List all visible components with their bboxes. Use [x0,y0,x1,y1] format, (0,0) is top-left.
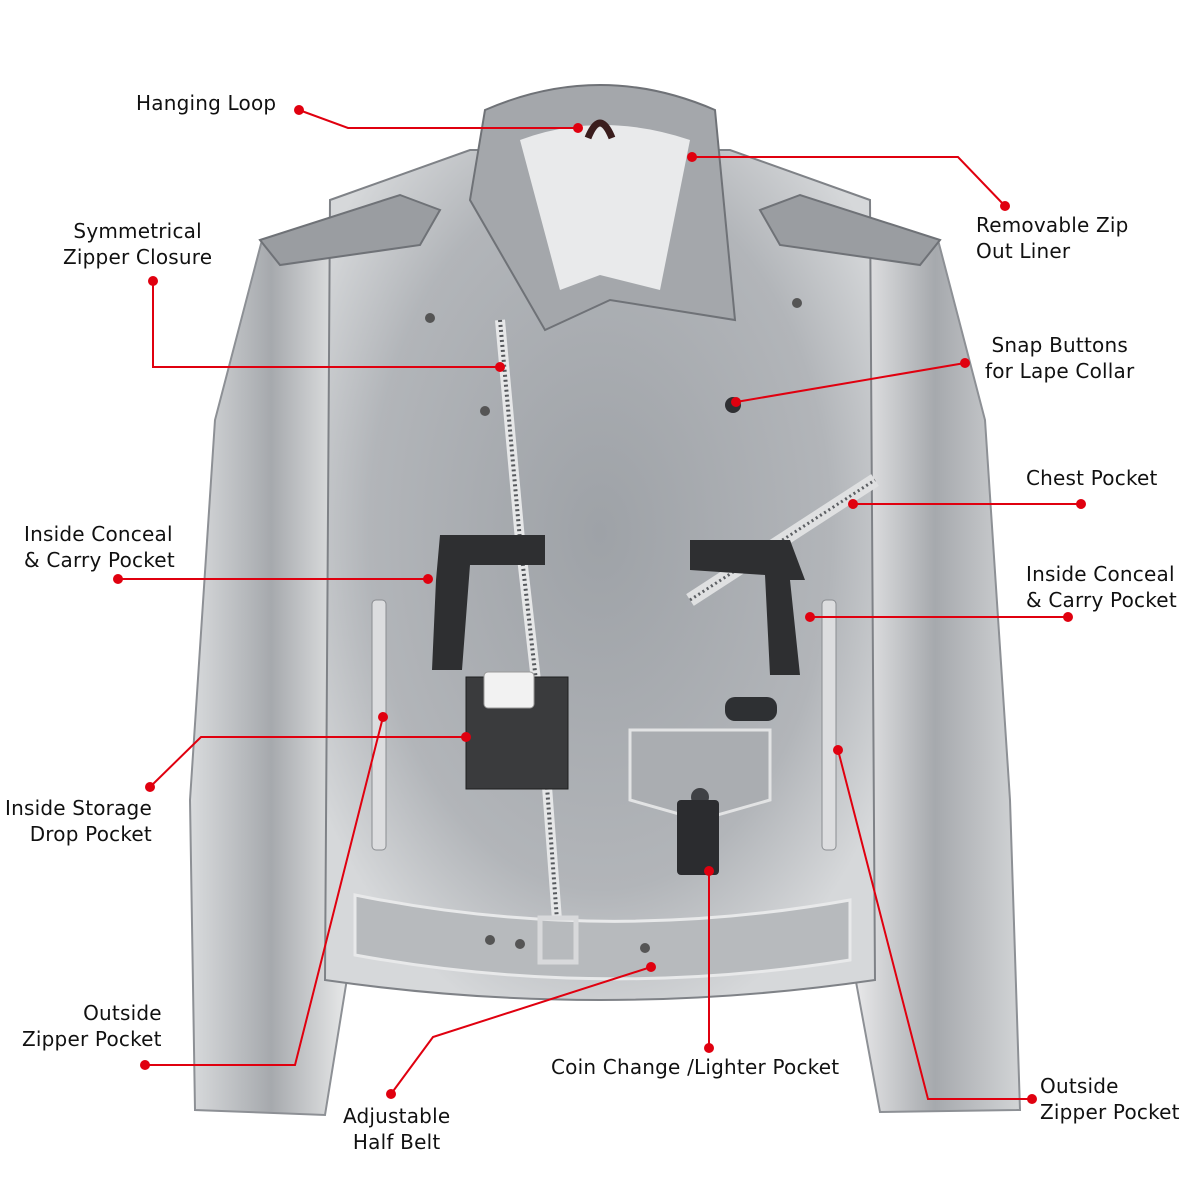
inside-storage-drop-pocket-target-dot [461,732,471,742]
inside-conceal-carry-left-target-dot [423,574,433,584]
label-line: Inside Conceal [1026,562,1175,586]
hanging-loop-label: Hanging Loop [136,90,276,116]
label-line: Out Liner [976,239,1071,263]
pistol-right [690,540,805,675]
snap-buttons-lape-collar-label-dot [960,358,970,368]
label-line: Adjustable [343,1104,451,1128]
inside-storage-drop-pocket-label-dot [145,782,155,792]
label-line: Drop Pocket [29,822,152,846]
label-line: Zipper Closure [63,245,213,269]
outside-zipper-pocket-left-target-dot [378,712,388,722]
lighter [677,800,719,875]
phone [483,671,535,709]
label-line: Half Belt [352,1130,441,1154]
snap-buttons-lape-collar-leader-line [735,362,966,403]
symmetrical-zipper-closure-target-dot [495,362,505,372]
hanging-loop-label-dot [294,105,304,115]
adjustable-half-belt-leader-line [390,966,652,1095]
label-line: Hanging Loop [136,91,277,115]
inside-conceal-carry-right-label-dot [1063,612,1073,622]
coin-change-lighter-pocket-label: Coin Change /Lighter Pocket [551,1054,839,1080]
outside-zipper-pocket-left-leader-line [145,716,384,1066]
label-line: for Lape Collar [985,359,1135,383]
label-line: & Carry Pocket [1026,588,1177,612]
hanging-loop [584,119,616,140]
coin-change-lighter-pocket-label-dot [704,1043,714,1053]
inside-conceal-carry-right-target-dot [805,612,815,622]
label-line: Zipper Pocket [1040,1100,1180,1124]
chest-pocket-label: Chest Pocket [1026,465,1158,491]
label-line: Inside Storage [5,796,152,820]
adjustable-half-belt-label-dot [386,1089,396,1099]
outside-zipper-pocket-right-leader-line [837,749,1032,1100]
outside-zipper-pocket-right-target-dot [833,745,843,755]
label-line: Zipper Pocket [22,1027,162,1051]
inside-conceal-carry-left-label-dot [113,574,123,584]
label-line: Outside [1040,1074,1119,1098]
outside-zipper-pocket-right-label-dot [1027,1094,1037,1104]
chest-pocket-label-dot [1076,499,1086,509]
chest-pocket-target-dot [848,499,858,509]
label-line: Snap Buttons [991,333,1128,357]
label-line: Coin Change /Lighter Pocket [551,1055,840,1079]
removable-zip-out-liner-label-dot [1000,201,1010,211]
adjustable-half-belt-target-dot [646,962,656,972]
hanging-loop-target-dot [573,123,583,133]
label-line: Symmetrical [73,219,202,243]
liner-opening [520,125,690,290]
symmetrical-zipper-closure-label-dot [148,276,158,286]
removable-zip-out-liner-target-dot [687,152,697,162]
removable-zip-out-liner-leader-line [692,156,1006,207]
label-line: Outside [83,1001,162,1025]
label-line: Removable Zip [976,213,1129,237]
keyfob [725,697,777,721]
half-belt [353,893,852,981]
coin-change-lighter-pocket-target-dot [704,866,714,876]
inside-conceal-carry-left-label: Inside Conceal& Carry Pocket [24,521,175,573]
label-line: & Carry Pocket [24,548,175,572]
inside-conceal-carry-right-label: Inside Conceal& Carry Pocket [1026,561,1177,613]
snap-buttons-lape-collar-target-dot [731,397,741,407]
label-line: Inside Conceal [24,522,173,546]
pistol-left [432,535,545,670]
leader-lines [113,105,1086,1104]
label-line: Chest Pocket [1026,466,1158,490]
outside-zipper-pocket-left-label-dot [140,1060,150,1070]
symmetrical-zipper-closure-leader-line [152,281,500,368]
hanging-loop-leader-line [298,109,578,129]
